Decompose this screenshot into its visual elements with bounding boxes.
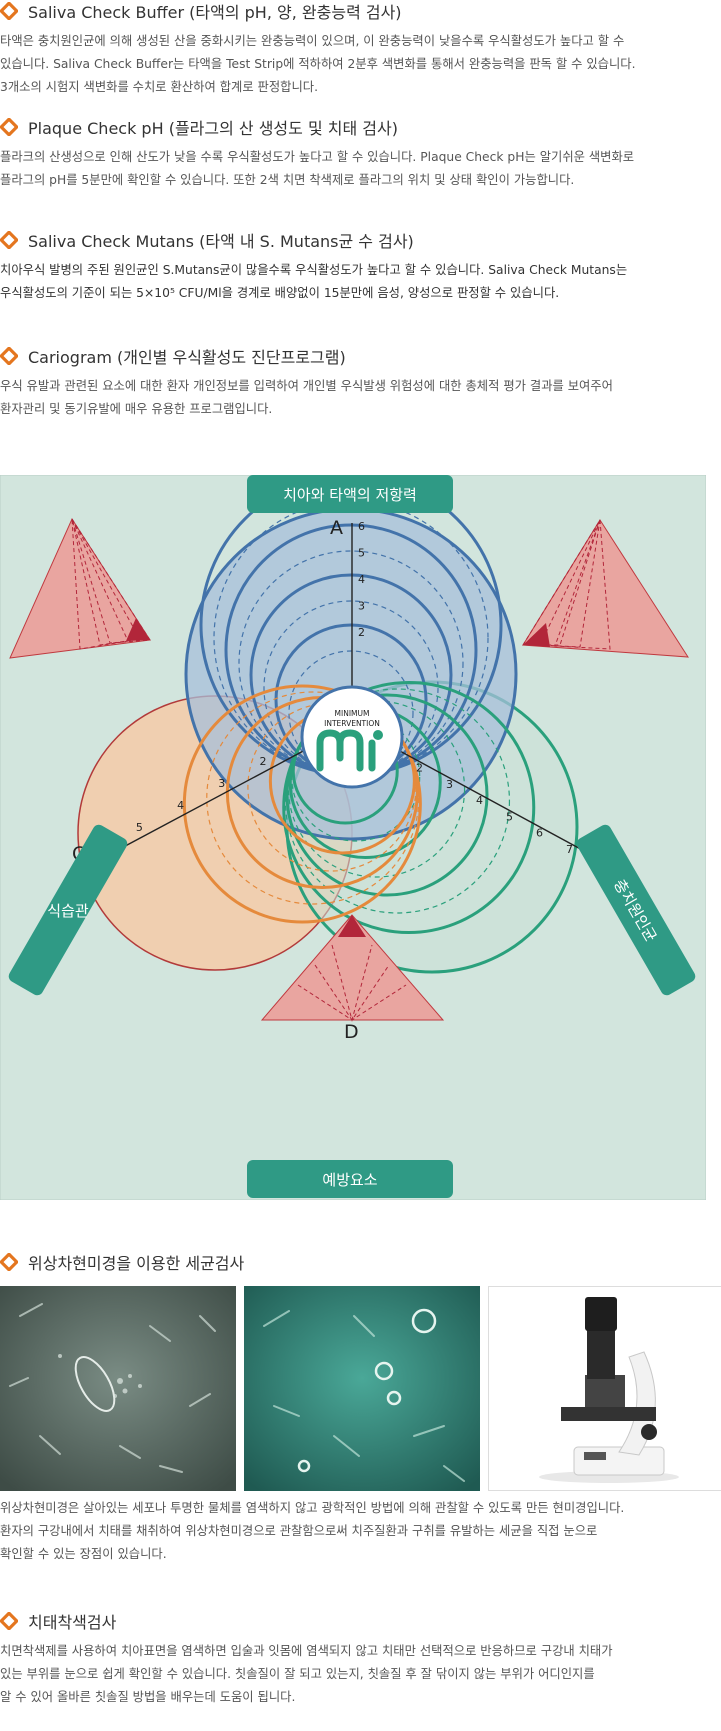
blue-dashed-ring: [288, 650, 414, 776]
banner-left: 식습관: [8, 824, 128, 996]
axis-c-tick-label: 5: [136, 821, 143, 834]
section-title: Saliva Check Mutans (타액 내 S. Mutans균 수 검…: [28, 232, 414, 251]
cariogram-diagram: 234567812345678123456123456 A B C D MINI…: [0, 475, 706, 1200]
axis-c-tick-label: 2: [260, 755, 267, 768]
green-ring: [282, 681, 536, 934]
banner-left-label: 식습관: [47, 902, 89, 920]
microscope-photo-2: [244, 1286, 480, 1491]
diamond-bullet-icon: [0, 231, 18, 249]
triangle-right: [522, 519, 689, 658]
banner-top-label: 치아와 타액의 저항력: [283, 486, 417, 504]
section-body: 위상차현미경은 살아있는 세포나 투명한 물체를 염색하지 않고 광학적인 방법…: [0, 1501, 625, 1561]
microscope-photo-1: [0, 1286, 236, 1491]
svg-text:INTERVENTION: INTERVENTION: [324, 719, 380, 728]
triangle-bottom: [260, 914, 445, 1022]
banner-top: 치아와 타액의 저항력: [247, 475, 453, 513]
axis-a-tick-label: 2: [358, 626, 365, 639]
blue-outer-circle: [184, 507, 518, 841]
axis-d-letter: D: [344, 1021, 359, 1043]
green-ring: [285, 693, 489, 897]
section-title: 위상차현미경을 이용한 세균검사: [28, 1254, 245, 1273]
diamond-bullet-icon: [0, 1253, 18, 1271]
minimum-intervention-logo: MINIMUM INTERVENTION: [300, 685, 404, 789]
orange-ring: [182, 684, 422, 924]
axis-a-tick-label: 4: [358, 573, 365, 586]
green-dashed-ring: [284, 688, 511, 914]
diamond-bullet-icon: [0, 1612, 18, 1630]
blue-dashed-ring: [213, 500, 489, 776]
section-saliva-buffer: Saliva Check Buffer (타액의 pH, 양, 완충능력 검사)…: [0, 0, 721, 99]
banner-bottom-label: 예방요소: [322, 1171, 377, 1189]
axis-c-tick-label: 4: [177, 799, 184, 812]
section-phase-contrast-body: 위상차현미경은 살아있는 세포나 투명한 물체를 염색하지 않고 광학적인 방법…: [0, 1497, 721, 1566]
diamond-bullet-icon: [0, 118, 18, 136]
section-plaque-check: Plaque Check pH (플라그의 산 생성도 및 치태 검사) 플라크…: [0, 116, 721, 192]
axis-b-tick-label: 2: [416, 762, 423, 775]
section-body: 치아우식 발병의 주된 원인균인 S.Mutans균이 많을수록 우식활성도가 …: [0, 263, 628, 300]
diamond-bullet-icon: [0, 2, 18, 20]
section-title: Cariogram (개인별 우식활성도 진단프로그램): [28, 348, 346, 367]
axis-a-tick-label: 5: [358, 547, 365, 560]
orange-dashed-ring: [206, 691, 420, 905]
section-body: 플라크의 산생성으로 인해 산도가 낮을 수록 우식활성도가 높다고 할 수 있…: [0, 150, 635, 187]
section-body: 치면착색제를 사용하여 치아표면을 염색하면 입술과 잇몸에 염색되지 않고 치…: [0, 1644, 613, 1704]
axis-b-tick-label: 5: [506, 810, 513, 823]
axis-a-tick-label: 3: [358, 600, 365, 613]
axis-b-tick-label: 4: [476, 794, 483, 807]
axis-b-tick-label: 3: [446, 778, 453, 791]
orange-dashed-ring: [247, 702, 417, 872]
svg-text:MINIMUM: MINIMUM: [335, 709, 370, 718]
section-body: 우식 유발과 관련된 요소에 대한 환자 개인정보를 입력하여 개인별 우식발생…: [0, 379, 613, 416]
diamond-bullet-icon: [0, 347, 18, 365]
section-title: Saliva Check Buffer (타액의 pH, 양, 완충능력 검사): [28, 3, 402, 22]
section-body: 타액은 충치원인균에 의해 생성된 산을 중화시키는 완충능력이 있으며, 이 …: [0, 34, 636, 94]
axis-b-tick-label: 6: [536, 827, 543, 840]
section-saliva-mutans: Saliva Check Mutans (타액 내 S. Mutans균 수 검…: [0, 229, 721, 305]
microscope-product-photo: [488, 1286, 721, 1491]
axis-a-tick-label: 6: [358, 520, 365, 533]
axis-c-tick-label: 3: [218, 777, 225, 790]
section-title: 치태착색검사: [28, 1613, 117, 1632]
section-plaque-stain: 치태착색검사 치면착색제를 사용하여 치아표면을 염색하면 입술과 잇몸에 염색…: [0, 1610, 721, 1709]
banner-bottom: 예방요소: [247, 1160, 453, 1198]
section-phase-contrast: 위상차현미경을 이용한 세균검사: [0, 1251, 721, 1273]
axis-b-tick-label: 7: [566, 843, 573, 856]
axis-a-letter: A: [330, 517, 343, 539]
section-title: Plaque Check pH (플라그의 산 생성도 및 치태 검사): [28, 119, 398, 138]
triangle-left: [9, 517, 151, 659]
section-cariogram: Cariogram (개인별 우식활성도 진단프로그램) 우식 유발과 관련된 …: [0, 345, 721, 421]
